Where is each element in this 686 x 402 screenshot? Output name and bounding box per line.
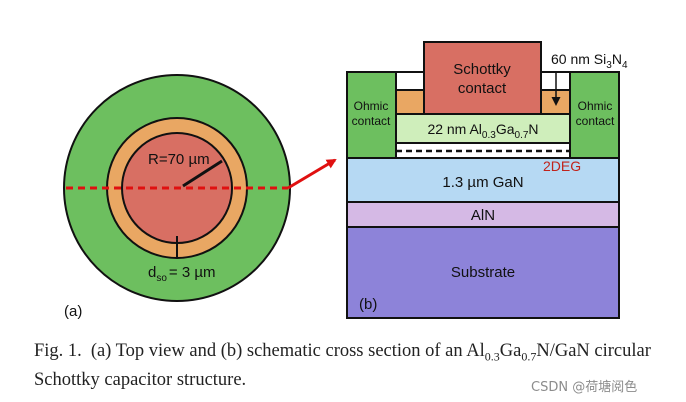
spacing-label: dso= 3 µm: [148, 264, 215, 284]
ohmic-left-line2: contact: [352, 114, 391, 128]
algan-layer: [395, 113, 571, 144]
caption-sub-2: 0.7: [521, 349, 537, 364]
watermark: CSDN @荷塘阅色: [531, 380, 638, 395]
panel-a-top-view: R=70 µm dso= 3 µm (a): [63, 74, 291, 320]
radius-label: R=70 µm: [148, 151, 210, 168]
schottky-label-line1: Schottky: [453, 61, 511, 78]
panel-b-label: (b): [359, 296, 377, 313]
ohmic-contact-right: [569, 71, 620, 159]
ohmic-contact-left: [346, 71, 397, 159]
caption-text-3: N/GaN circular Schottky capacitor struct…: [34, 341, 651, 390]
sin-left: [395, 89, 425, 115]
sin-label: 60 nm Si3N4: [551, 51, 628, 71]
panel-b-cross-section: Schottky contact Ohmic contact Ohmic con…: [346, 41, 628, 319]
caption-sub-1: 0.3: [484, 349, 500, 364]
aln-label: AlN: [471, 207, 495, 224]
ohmic-left-line1: Ohmic: [354, 99, 389, 113]
schottky-contact: [423, 41, 542, 115]
gan-layer: [346, 157, 620, 203]
ohmic-right-line2: contact: [576, 114, 615, 128]
substrate-layer: [346, 226, 620, 319]
panel-a-label: (a): [64, 303, 82, 320]
caption-text-1: (a) Top view and (b) schematic cross sec…: [90, 341, 485, 361]
figure-caption: Fig. 1. (a) Top view and (b) schematic cr…: [34, 340, 674, 392]
radius-line: [182, 159, 223, 188]
caption-text-2: Ga: [499, 341, 522, 361]
ohmic-right-line1: Ohmic: [578, 99, 613, 113]
substrate-label: Substrate: [451, 264, 515, 281]
schottky-label-line2: contact: [458, 80, 507, 97]
algan-label: 22 nm Al0.3Ga0.7N: [427, 121, 538, 141]
caption-label: Fig. 1.: [34, 341, 82, 361]
gan-label: 1.3 µm GaN: [442, 174, 523, 191]
cut-arrow: [287, 158, 337, 190]
aln-layer: [346, 201, 620, 228]
twodeg-label: 2DEG: [543, 158, 581, 174]
